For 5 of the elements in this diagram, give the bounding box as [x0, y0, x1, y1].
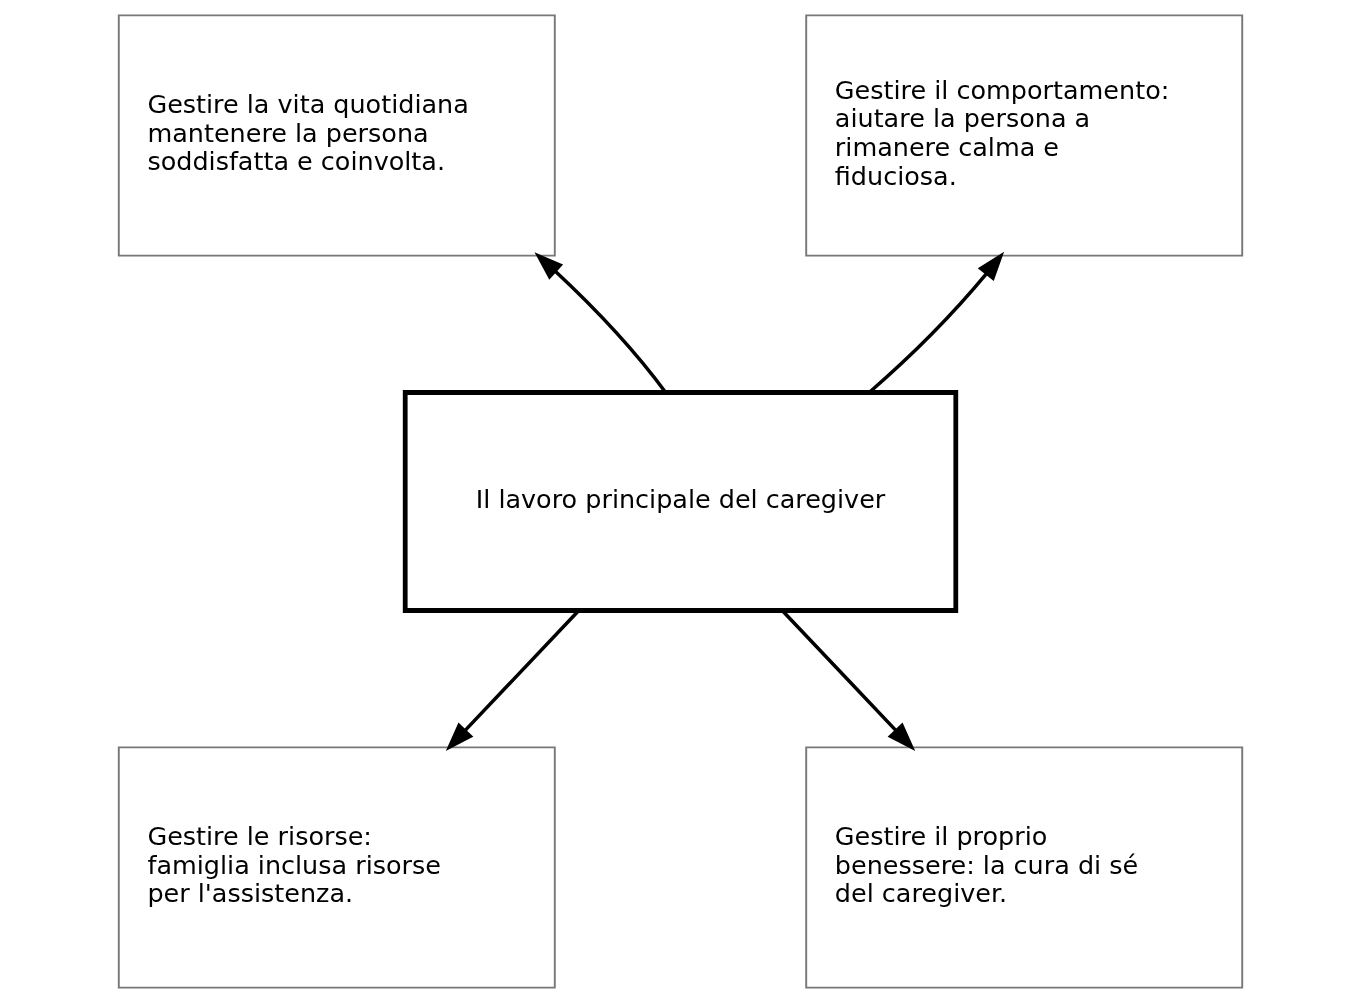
- node-box: Gestire le risorse: famiglia inclusa risorse per l'assistenza.: [117, 745, 556, 989]
- node-box: Il lavoro principale del caregiver: [402, 389, 959, 613]
- node-box: Gestire il proprio benessere: la cura di sé del caregiver.: [805, 745, 1244, 989]
- node-box: Gestire la vita quotidiana mantenere la persona soddisfatta e coinvolta.: [117, 13, 556, 257]
- node-box: Gestire il comportamento: aiutare la persona a rimanere calma e fiduciosa.: [805, 13, 1244, 257]
